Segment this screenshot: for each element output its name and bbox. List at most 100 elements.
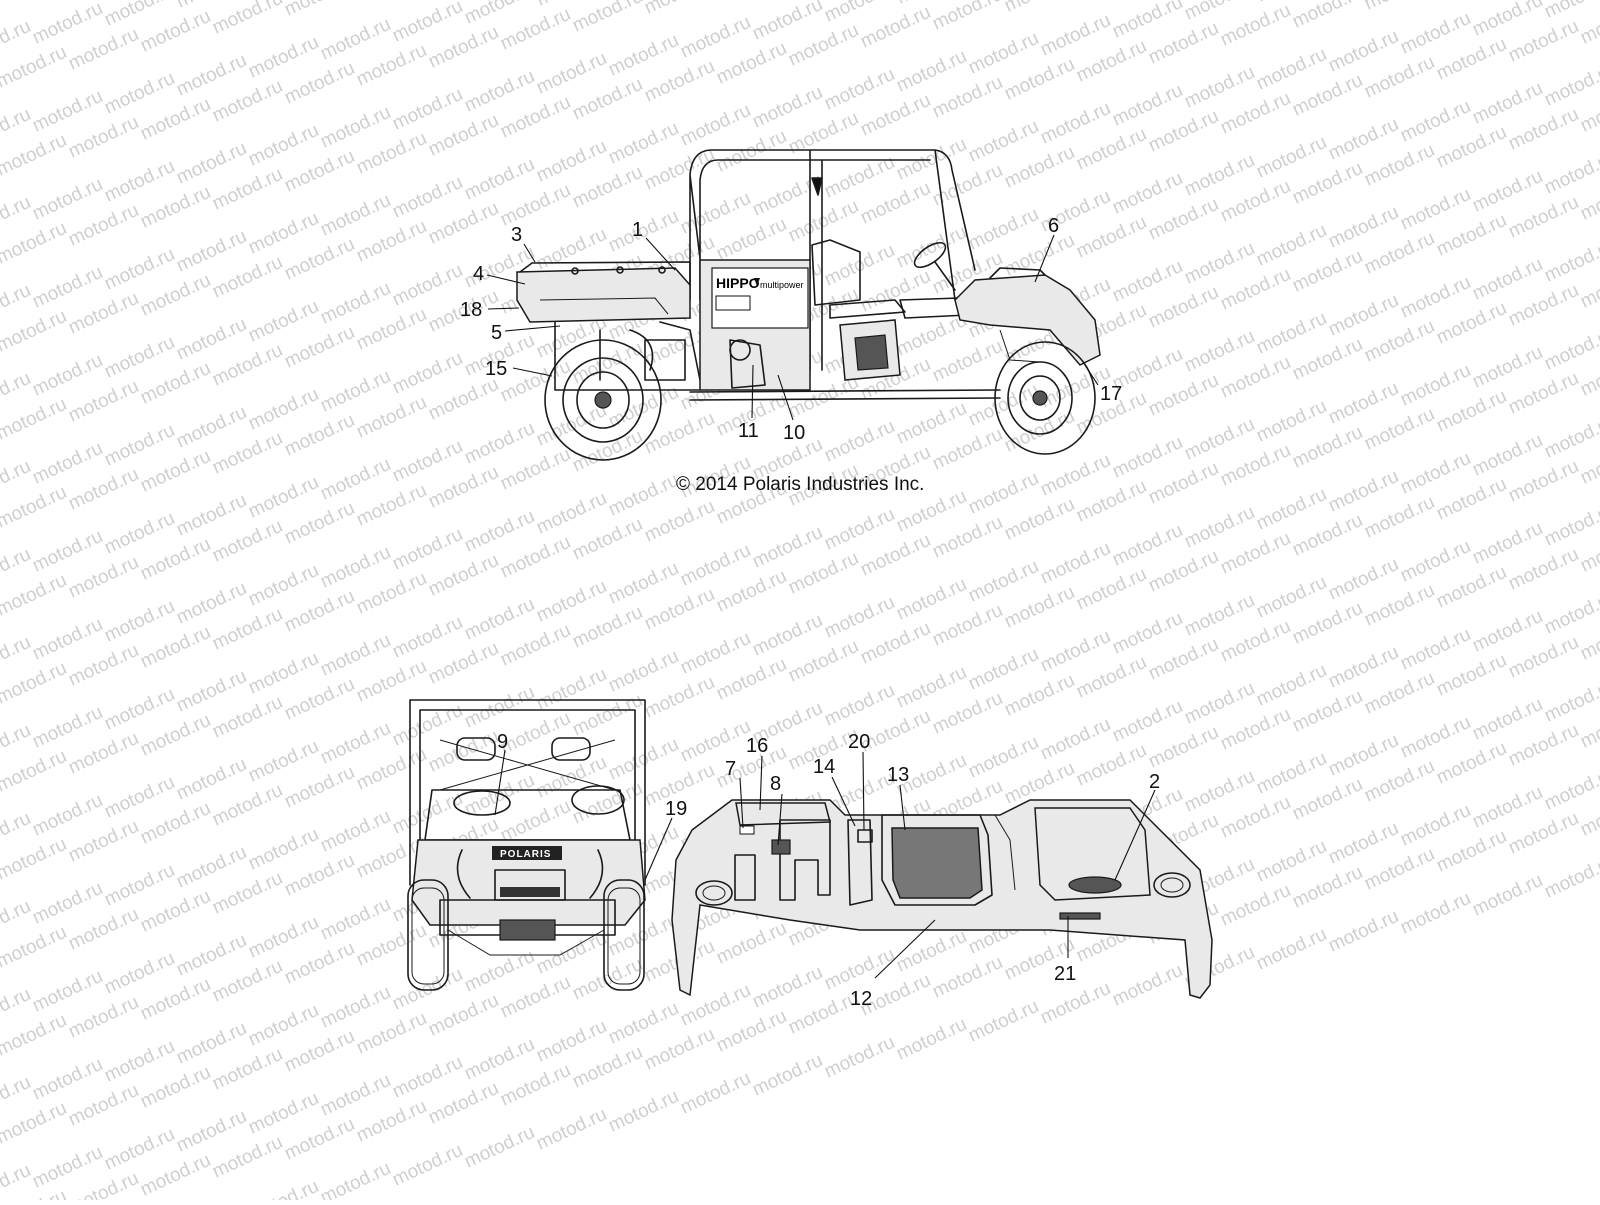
watermark-text: motod.ru: [1433, 474, 1510, 525]
watermark-text: motod.ru: [209, 428, 286, 479]
watermark-text: motod.ru: [1217, 792, 1294, 843]
watermark-text: motod.ru: [1505, 720, 1582, 771]
watermark-text: motod.ru: [281, 850, 358, 901]
watermark-text: motod.ru: [641, 672, 718, 723]
watermark-text: motod.ru: [209, 692, 286, 743]
watermark-text: motod.ru: [1217, 528, 1294, 579]
watermark-text: motod.ru: [389, 1140, 466, 1191]
watermark-text: motod.ru: [65, 816, 142, 867]
watermark-text: motod.ru: [0, 1160, 34, 1200]
callout-18: 18: [460, 299, 482, 321]
watermark-text: motod.ru: [569, 338, 646, 389]
watermark-text: motod.ru: [281, 58, 358, 109]
rear-wheel: [544, 339, 662, 461]
watermark-text: motod.ru: [1397, 888, 1474, 939]
callout-11: 11: [738, 420, 759, 442]
watermark-text: motod.ru: [1217, 176, 1294, 227]
watermark-text: motod.ru: [1217, 264, 1294, 315]
watermark-text: motod.ru: [353, 304, 430, 355]
watermark-text: motod.ru: [1073, 652, 1150, 703]
watermark-text: motod.ru: [1001, 494, 1078, 545]
watermark-text: motod.ru: [65, 288, 142, 339]
watermark-text: motod.ru: [929, 336, 1006, 387]
watermark-text: motod.ru: [1289, 422, 1366, 473]
watermark-text: motod.ru: [929, 688, 1006, 739]
watermark-text: motod.ru: [137, 534, 214, 585]
watermark-text: motod.ru: [1361, 404, 1438, 455]
watermark-text: motod.ru: [353, 40, 430, 91]
watermark-text: motod.ru: [1361, 844, 1438, 895]
watermark-text: motod.ru: [1433, 738, 1510, 789]
watermark-text: motod.ru: [353, 1008, 430, 1059]
watermark-text: motod.ru: [1073, 476, 1150, 527]
callout-4: 4: [473, 263, 484, 285]
watermark-text: motod.ru: [929, 0, 1006, 35]
watermark-text: motod.ru: [209, 76, 286, 127]
side-view-vehicle: HIPPO multipower: [516, 149, 1101, 461]
callout-17: 17: [1100, 383, 1122, 405]
watermark-text: motod.ru: [0, 130, 70, 181]
watermark-text: motod.ru: [497, 92, 574, 143]
watermark-text: motod.ru: [857, 90, 934, 141]
callout-2: 2: [1149, 771, 1160, 793]
watermark-text: motod.ru: [1541, 676, 1600, 727]
watermark-text: motod.ru: [1217, 880, 1294, 931]
watermark-text: motod.ru: [1289, 158, 1366, 209]
watermark-text: motod.ru: [497, 180, 574, 231]
watermark-text: motod.ru: [1217, 352, 1294, 403]
watermark-text: motod.ru: [569, 514, 646, 565]
callout-20: 20: [848, 731, 870, 753]
watermark-text: motod.ru: [209, 780, 286, 831]
watermark-text: motod.ru: [137, 798, 214, 849]
watermark-text: motod.ru: [65, 640, 142, 691]
watermark-text: motod.ru: [569, 74, 646, 125]
watermark-text: motod.ru: [497, 444, 574, 495]
watermark-text: motod.ru: [569, 0, 646, 37]
watermark-text: motod.ru: [137, 6, 214, 57]
watermark-text: motod.ru: [281, 0, 358, 21]
watermark-text: motod.ru: [785, 108, 862, 159]
front-view-callouts: 9 19: [494, 731, 687, 881]
watermark-text: motod.ru: [1541, 500, 1600, 551]
watermark-text: motod.ru: [281, 586, 358, 637]
front-wheel: [994, 341, 1096, 455]
watermark-text: motod.ru: [281, 146, 358, 197]
callout-1: 1: [632, 219, 643, 241]
watermark-text: motod.ru: [1541, 236, 1600, 287]
watermark-text: motod.ru: [281, 498, 358, 549]
callout-15: 15: [485, 358, 507, 380]
watermark-text: motod.ru: [1361, 756, 1438, 807]
watermark-text: motod.ru: [0, 922, 70, 973]
watermark-text: motod.ru: [425, 990, 502, 1041]
watermark-text: motod.ru: [0, 42, 70, 93]
watermark-text: motod.ru: [137, 358, 214, 409]
watermark-text: motod.ru: [1433, 386, 1510, 437]
watermark-text: motod.ru: [137, 1062, 214, 1113]
watermark-text: motod.ru: [425, 374, 502, 425]
watermark-text: motod.ru: [1469, 870, 1546, 921]
watermark-text: motod.ru: [1001, 0, 1078, 17]
watermark-text: motod.ru: [1361, 580, 1438, 631]
watermark-text: motod.ru: [641, 144, 718, 195]
watermark-text: motod.ru: [1037, 978, 1114, 1029]
watermark-text: motod.ru: [281, 322, 358, 373]
callout-21: 21: [1054, 963, 1076, 985]
watermark-text: motod.ru: [137, 94, 214, 145]
watermark-text: motod.ru: [1145, 282, 1222, 333]
watermark-text: motod.ru: [1541, 852, 1600, 903]
watermark-text: motod.ru: [821, 1032, 898, 1083]
watermark-text: motod.ru: [1001, 670, 1078, 721]
watermark-text: motod.ru: [209, 956, 286, 1007]
watermark-text: motod.ru: [1433, 210, 1510, 261]
watermark-text: motod.ru: [641, 408, 718, 459]
watermark-text: motod.ru: [1541, 764, 1600, 815]
front-hood: [954, 274, 1101, 366]
watermark-text: motod.ru: [1001, 582, 1078, 633]
callout-12: 12: [850, 988, 872, 1010]
watermark-text: motod.ru: [1433, 562, 1510, 613]
watermark-text: motod.ru: [929, 72, 1006, 123]
watermark-text: motod.ru: [929, 952, 1006, 1003]
watermark-text: motod.ru: [1145, 458, 1222, 509]
watermark-text: motod.ru: [1433, 298, 1510, 349]
callout-19: 19: [665, 798, 687, 820]
